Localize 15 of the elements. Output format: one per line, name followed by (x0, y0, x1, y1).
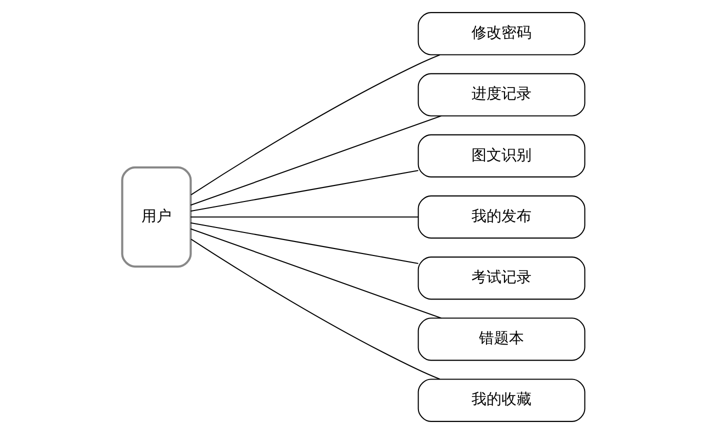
connector (190, 238, 440, 380)
node-box: 修改密码 (417, 12, 585, 56)
connector (190, 228, 441, 319)
node-box: 错题本 (417, 318, 585, 361)
connector (190, 170, 418, 212)
connector (190, 222, 418, 264)
connector (190, 216, 418, 218)
node-box: 我的收藏 (417, 378, 585, 422)
connector (190, 115, 441, 206)
node-box: 图文识别 (417, 134, 585, 178)
node-box: 进度记录 (417, 73, 585, 116)
node-box: 我的发布 (417, 195, 585, 239)
node-box: 用户 (120, 166, 192, 268)
connector (190, 54, 440, 196)
node-box: 考试记录 (417, 256, 585, 300)
